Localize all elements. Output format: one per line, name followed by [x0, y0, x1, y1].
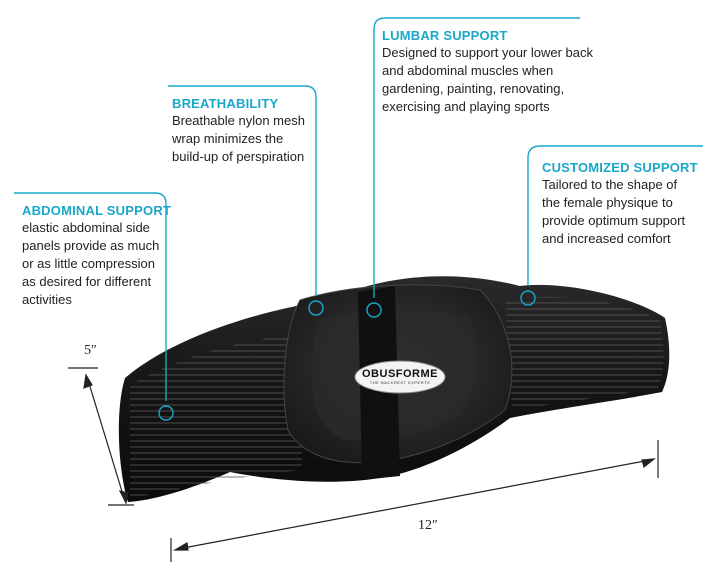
customized-support-description: Tailored to the shape of the female phys…: [542, 177, 686, 246]
callout-leader-lines: [14, 17, 703, 421]
left-elastic-panel: [130, 334, 302, 498]
lumbar-support-description: Designed to support your lower back and …: [382, 45, 594, 114]
customized-support-title: CUSTOMIZED SUPPORT: [542, 160, 698, 175]
brand-logo-tagline: THE BACKREST EXPERTS: [369, 380, 431, 385]
abdominal-leader-line: [14, 192, 167, 401]
brand-logo-text: OBUSFORME: [362, 368, 438, 380]
dimension-lines: [68, 367, 659, 562]
lumbar-marker: [366, 302, 382, 318]
abdominal-support-description: elastic abdominal side panels provide as…: [22, 220, 160, 307]
brand-logo-badge: [354, 360, 446, 394]
customized-leader-line: [527, 145, 703, 286]
abdominal-support-callout: ABDOMINAL SUPPORT elastic abdominal side…: [22, 203, 172, 309]
breathability-callout: BREATHABILITY Breathable nylon mesh wrap…: [172, 96, 322, 166]
lumbar-support-callout: LUMBAR SUPPORT Designed to support your …: [382, 28, 612, 116]
height-dimension-line: [87, 379, 125, 499]
lumbar-support-title: LUMBAR SUPPORT: [382, 28, 508, 43]
customized-marker: [520, 290, 536, 306]
width-dimension-line: [177, 459, 651, 550]
abdominal-marker: [158, 405, 174, 421]
breathability-leader-line: [168, 85, 317, 296]
back-support-belt: [118, 276, 670, 502]
width-dimension-label: 12″: [418, 518, 438, 533]
breathability-marker: [308, 300, 324, 316]
abdominal-support-title: ABDOMINAL SUPPORT: [22, 203, 172, 218]
customized-support-callout: CUSTOMIZED SUPPORT Tailored to the shape…: [542, 160, 702, 248]
breathability-description: Breathable nylon mesh wrap minimizes the…: [172, 113, 305, 164]
lumbar-leader-line: [373, 17, 580, 298]
brand-logo: OBUSFORME THE BACKREST EXPERTS: [358, 368, 442, 386]
height-dimension-label: 5″: [84, 343, 97, 358]
breathability-title: BREATHABILITY: [172, 96, 279, 111]
right-elastic-panel: [505, 296, 664, 410]
